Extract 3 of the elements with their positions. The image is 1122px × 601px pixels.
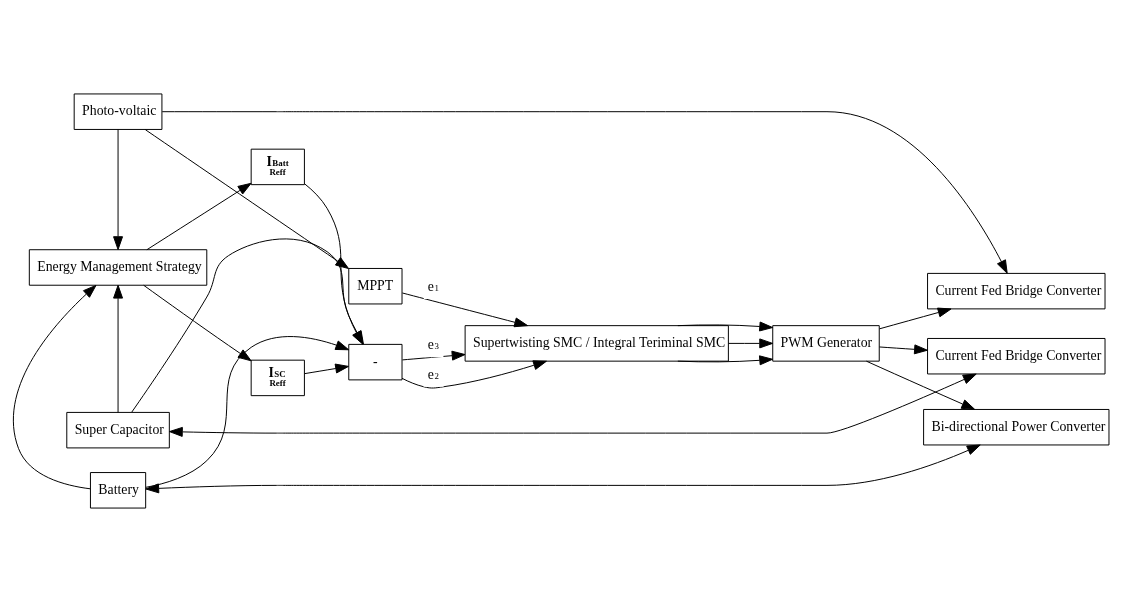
edge-label: e3 <box>427 336 439 352</box>
edge-label: e2 <box>427 366 439 382</box>
edge-label: e1 <box>427 278 439 294</box>
